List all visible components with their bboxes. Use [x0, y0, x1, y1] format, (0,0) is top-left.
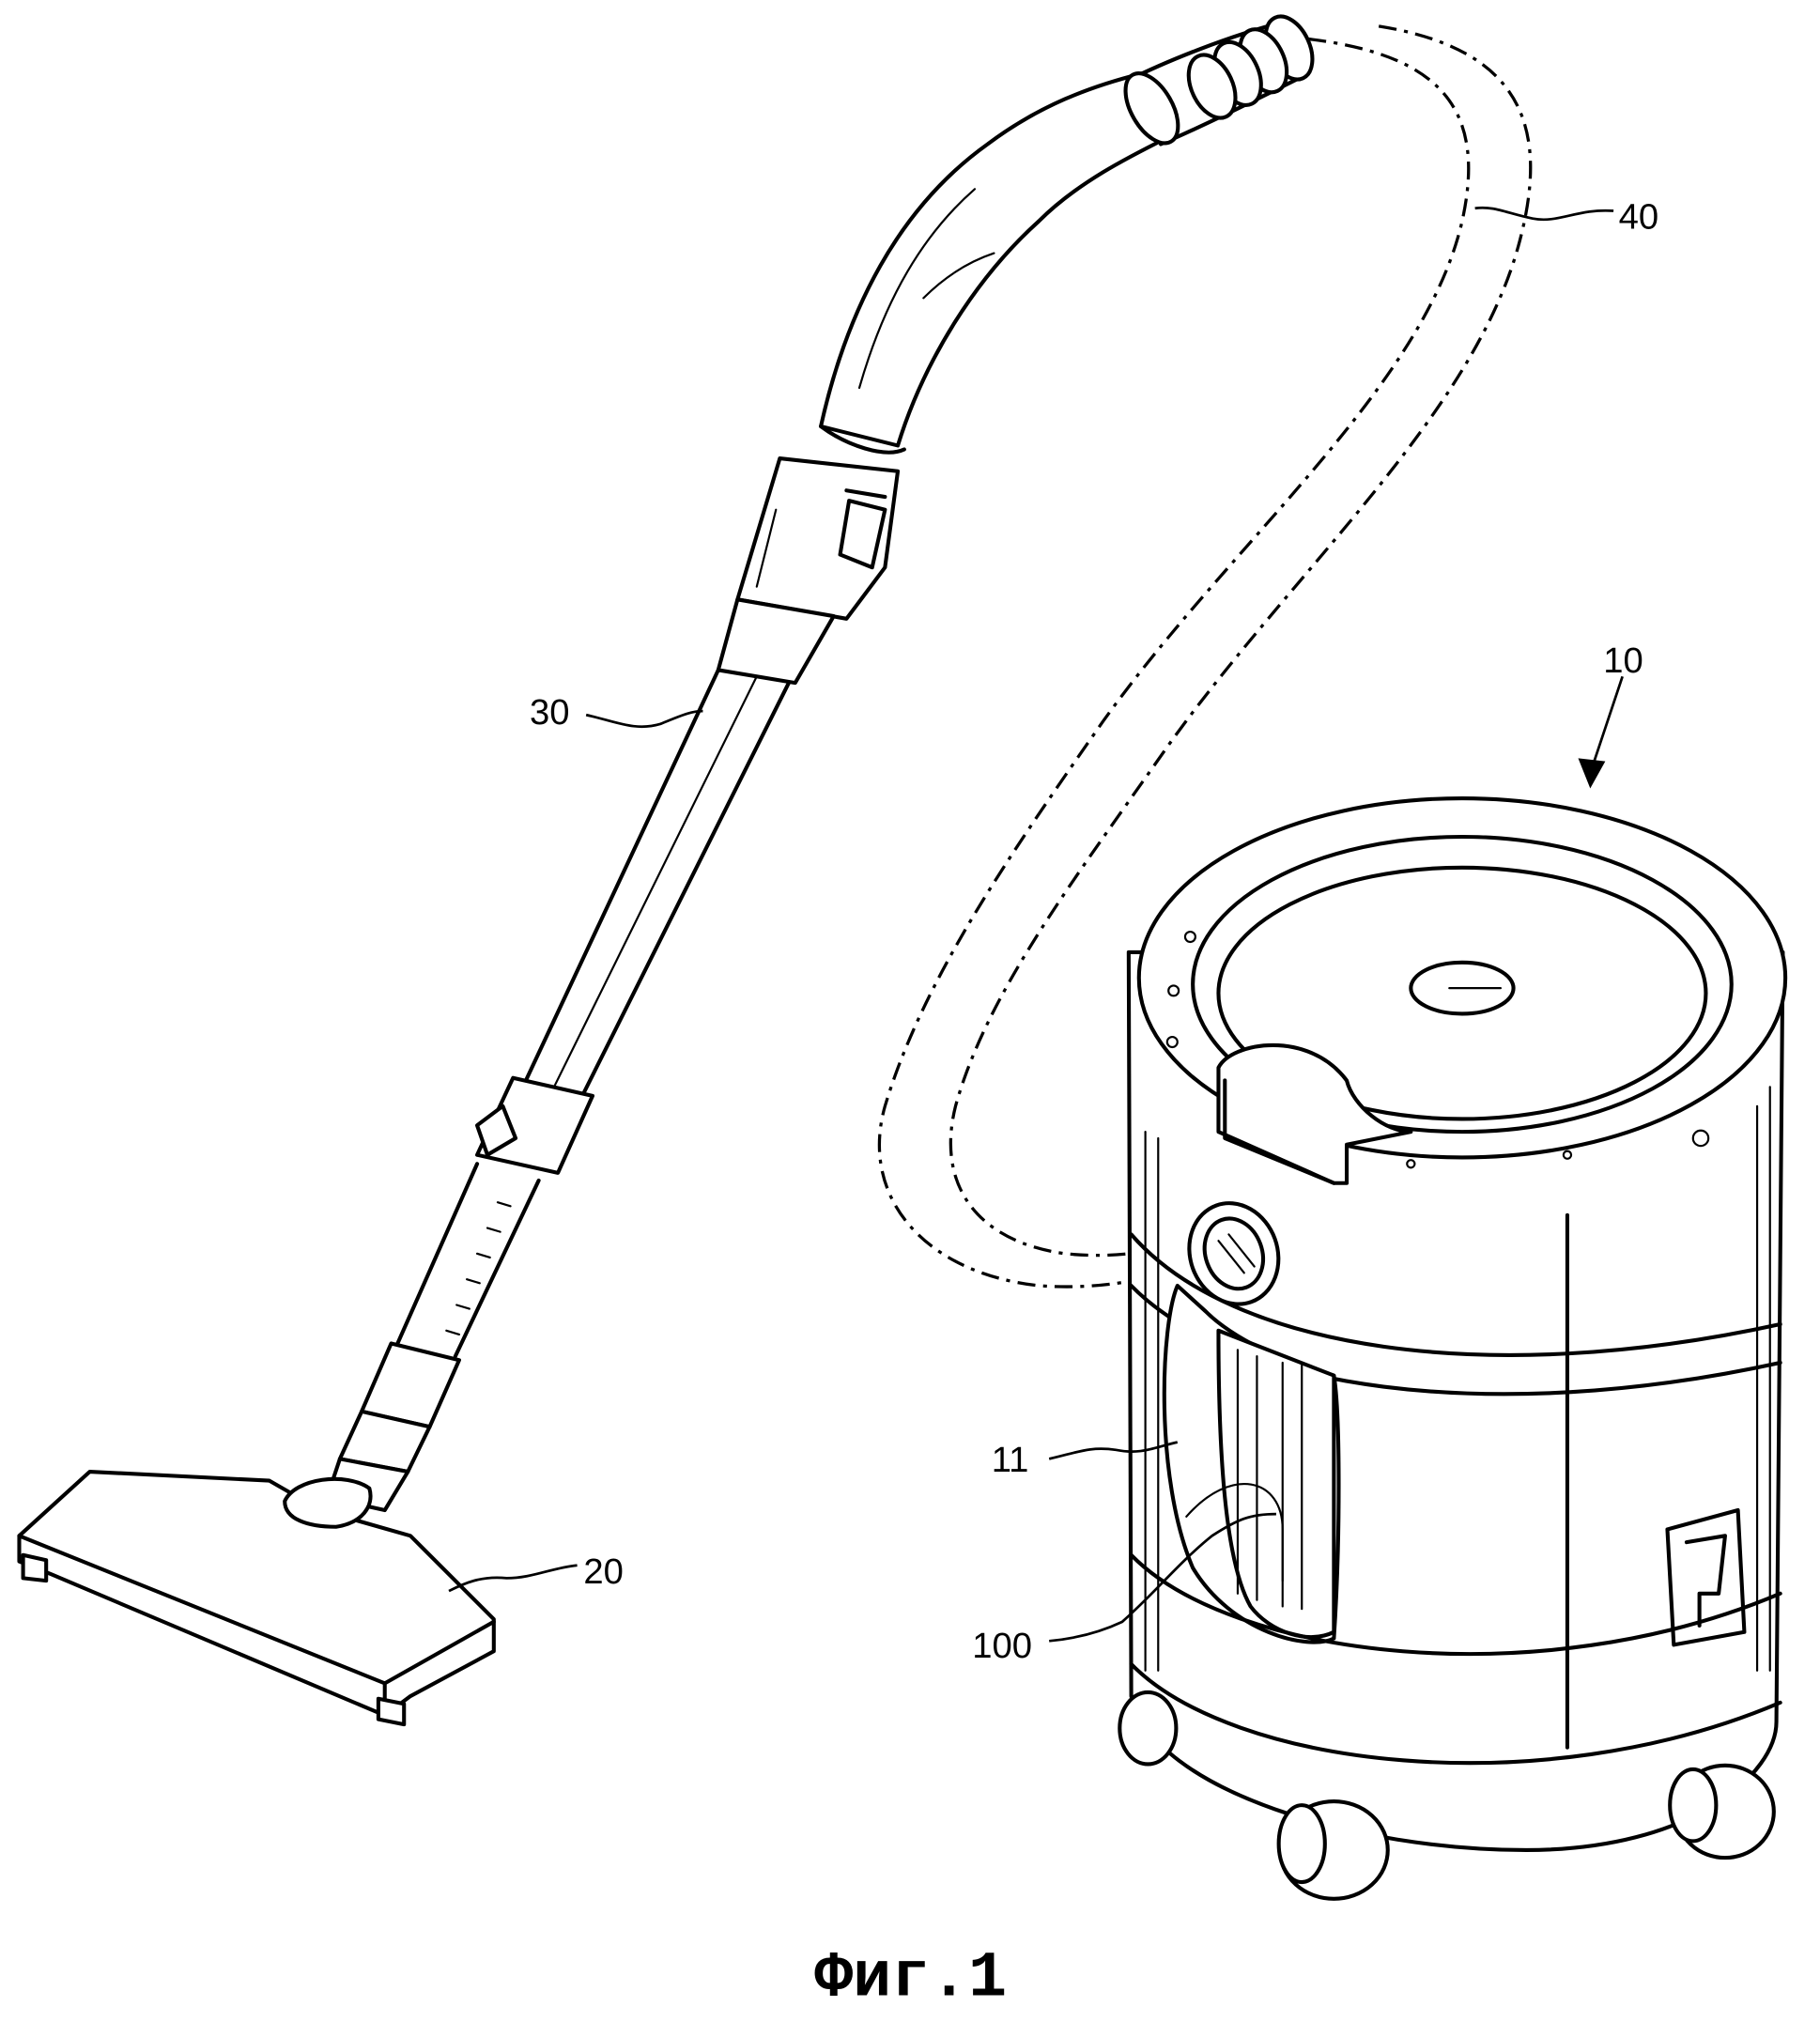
nozzle-drawing — [17, 1469, 496, 1727]
leader-lines — [448, 206, 1624, 1643]
label-canister: 10 — [1603, 641, 1643, 681]
figure-caption: Фиг.1 — [814, 1941, 1007, 2014]
label-extension-pipe: 30 — [530, 692, 570, 733]
label-dust-bin: 100 — [972, 1626, 1032, 1666]
handle-drawing — [716, 71, 1180, 686]
hose-drawing — [877, 14, 1533, 1289]
canister-drawing — [1118, 795, 1788, 1901]
extension-pipe-drawing — [325, 668, 791, 1513]
label-nozzle: 20 — [583, 1551, 624, 1592]
label-handle-groove: 11 — [992, 1440, 1029, 1480]
label-hose: 40 — [1619, 197, 1659, 238]
